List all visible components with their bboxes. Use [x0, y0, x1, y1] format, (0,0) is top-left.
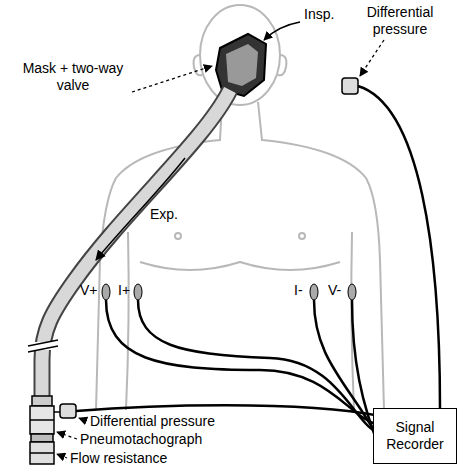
- electrode-label: I-: [294, 282, 303, 299]
- sensor-label: Differential pressure: [352, 4, 448, 38]
- recorder-box: Signal Recorder: [373, 408, 457, 464]
- wires: [76, 86, 440, 449]
- electrode-label: V+: [80, 282, 98, 299]
- part-label: Flow resistance: [70, 450, 167, 467]
- pneumotachograph: [30, 396, 76, 464]
- mask: [216, 34, 266, 96]
- electrodes: [102, 284, 356, 300]
- part-label: Mask + two-way valve: [14, 60, 132, 94]
- part-label: Pneumotachograph: [80, 431, 202, 448]
- sensor-label: Differential pressure: [90, 413, 215, 430]
- box-text: Signal Recorder: [374, 419, 456, 453]
- flow-label: Exp.: [150, 206, 178, 223]
- leader-lines: [57, 22, 384, 458]
- flow-label: Insp.: [304, 6, 334, 23]
- electrode-label: I+: [118, 282, 130, 299]
- pressure-sensor: [342, 78, 358, 94]
- electrode-label: V-: [328, 282, 341, 299]
